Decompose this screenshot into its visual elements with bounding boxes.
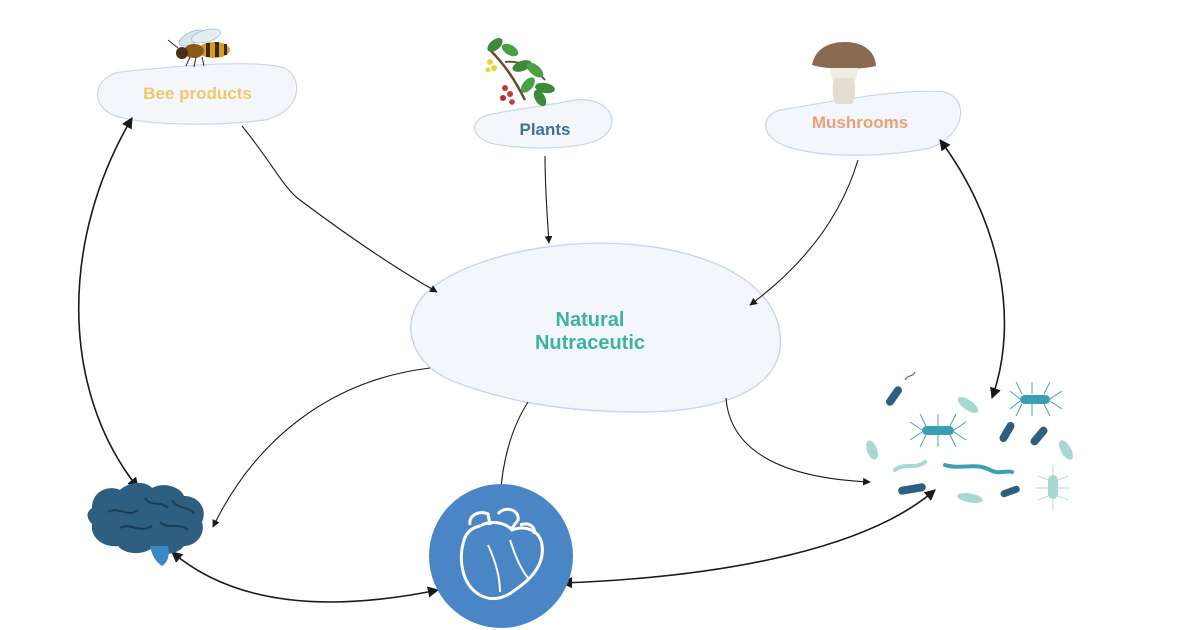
mushrooms-label: Mushrooms: [811, 113, 909, 132]
natural-nutraceutic-bubble: [410, 242, 782, 413]
arrow-mushrooms-microbiota-bidirectional: [939, 139, 1006, 400]
arrow-brain-heart-bidirectional: [171, 551, 440, 603]
brain-icon: [87, 482, 204, 566]
center-label-line2: Nutraceutic: [534, 332, 646, 354]
plants-bubble: [474, 99, 613, 149]
plants-label: Plants: [519, 120, 571, 139]
bee-icon: [167, 28, 230, 68]
arrow-bee-to-center: [241, 125, 438, 293]
arrow-heart-microbiota-bidirectional: [560, 489, 936, 589]
bee-products-label: Bee products: [143, 84, 252, 103]
bee-products-bubble: [97, 63, 298, 125]
mushroom-icon: [812, 42, 876, 104]
plant-sprig-icon: [485, 38, 555, 107]
arrow-center-to-microbiota: [725, 397, 871, 486]
natural-nutraceutic-label: Natural Nutraceutic: [440, 309, 740, 355]
heart-icon: [429, 484, 573, 628]
arrow-mushrooms-to-center: [749, 159, 859, 306]
center-label-line1: Natural: [555, 309, 625, 331]
arrow-bee-brain-bidirectional: [77, 117, 139, 489]
arrow-center-to-brain: [212, 367, 431, 528]
mushrooms-bubble: [765, 90, 962, 156]
arrow-plants-to-center: [544, 155, 553, 244]
bacteria-cluster-icon: [866, 371, 1073, 511]
